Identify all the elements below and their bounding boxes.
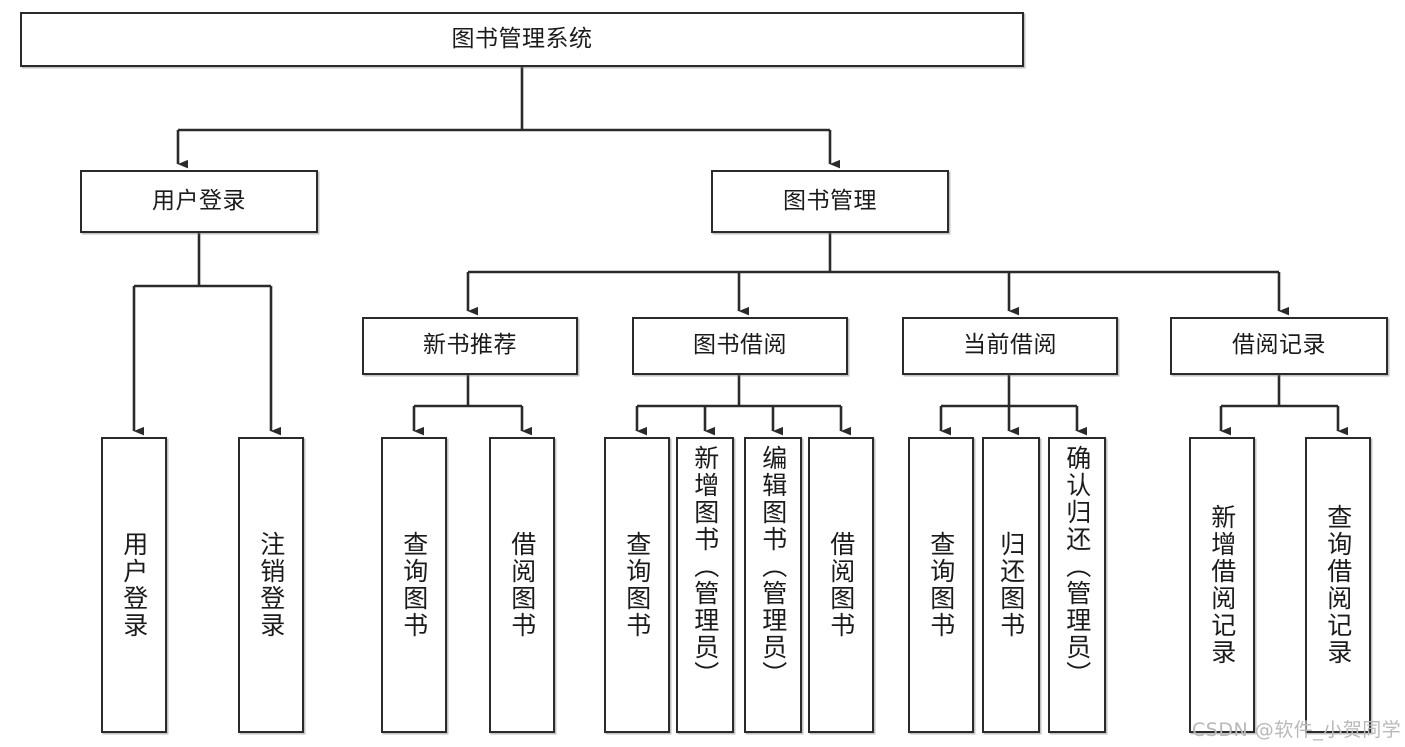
node-borrow-record: 借阅记录 xyxy=(1170,317,1388,375)
node-label: 新增借阅记录 xyxy=(1207,504,1237,666)
node-label: 编辑图书（管理员） xyxy=(758,445,788,688)
node-leaf-query-book-recommend: 查询图书 xyxy=(381,437,447,733)
node-root-system: 图书管理系统 xyxy=(20,12,1024,67)
node-leaf-add-borrow-record: 新增借阅记录 xyxy=(1189,437,1255,733)
node-label: 新增图书（管理员） xyxy=(690,445,720,688)
node-label: 借阅图书 xyxy=(826,531,856,639)
node-book-borrow: 图书借阅 xyxy=(632,317,848,375)
node-label: 图书借阅 xyxy=(693,332,787,359)
node-label: 借阅图书 xyxy=(507,531,537,639)
node-label: 新书推荐 xyxy=(423,332,517,359)
node-leaf-confirm-return-admin: 确认归还（管理员） xyxy=(1048,437,1106,733)
node-label: 查询图书 xyxy=(926,531,956,639)
node-label: 图书管理 xyxy=(783,187,877,214)
node-label: 借阅记录 xyxy=(1232,332,1326,359)
node-label: 归还图书 xyxy=(996,531,1026,639)
node-label: 查询借阅记录 xyxy=(1323,504,1353,666)
node-leaf-query-borrow-record: 查询借阅记录 xyxy=(1305,437,1371,733)
node-current-borrow: 当前借阅 xyxy=(902,317,1118,375)
node-leaf-query-book-current: 查询图书 xyxy=(908,437,974,733)
node-label: 图书管理系统 xyxy=(451,25,593,52)
csdn-watermark: CSDN @软件_小贺同学 xyxy=(1192,715,1401,742)
node-label: 注销登录 xyxy=(256,531,286,639)
node-leaf-borrow-book: 借阅图书 xyxy=(808,437,874,733)
node-book-management: 图书管理 xyxy=(711,170,949,233)
node-leaf-user-login: 用户登录 xyxy=(101,437,167,733)
node-label: 用户登录 xyxy=(152,187,246,214)
node-leaf-borrow-book-recommend: 借阅图书 xyxy=(489,437,555,733)
node-label: 当前借阅 xyxy=(963,332,1057,359)
node-leaf-logout: 注销登录 xyxy=(238,437,304,733)
node-label: 确认归还（管理员） xyxy=(1062,445,1092,688)
node-user-login: 用户登录 xyxy=(80,170,318,233)
node-label: 查询图书 xyxy=(399,531,429,639)
node-leaf-return-book: 归还图书 xyxy=(982,437,1040,733)
watermark-text: CSDN @软件_小贺同学 xyxy=(1192,719,1402,741)
node-new-book-recommend: 新书推荐 xyxy=(362,317,578,375)
node-leaf-query-book-borrow: 查询图书 xyxy=(604,437,670,733)
node-label: 查询图书 xyxy=(622,531,652,639)
node-leaf-edit-book-admin: 编辑图书（管理员） xyxy=(744,437,802,733)
node-label: 用户登录 xyxy=(119,531,149,639)
node-leaf-add-book-admin: 新增图书（管理员） xyxy=(676,437,734,733)
